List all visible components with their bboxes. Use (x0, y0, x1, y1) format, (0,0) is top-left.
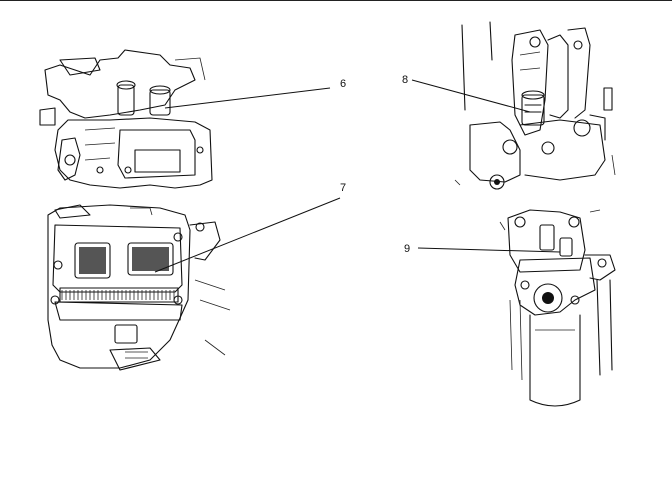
fuel-pump-illustration (454, 21, 616, 190)
callout-6: 6 (164, 78, 346, 109)
callout-number-8: 8 (402, 74, 408, 86)
leader-line-7 (154, 197, 341, 273)
callout-number-6: 6 (340, 78, 346, 90)
callout-9: 9 (404, 243, 561, 255)
fuel-filter-illustration (499, 209, 616, 407)
engine-bracket-illustration (39, 49, 213, 189)
callout-number-9: 9 (404, 243, 410, 255)
leader-line-8 (411, 79, 531, 113)
callout-7: 7 (154, 182, 346, 273)
ecm-module-illustration (47, 204, 231, 371)
leader-line-9 (417, 247, 561, 253)
callout-number-7: 7 (340, 182, 346, 194)
callout-8: 8 (402, 74, 531, 113)
leader-line-6 (164, 87, 331, 109)
